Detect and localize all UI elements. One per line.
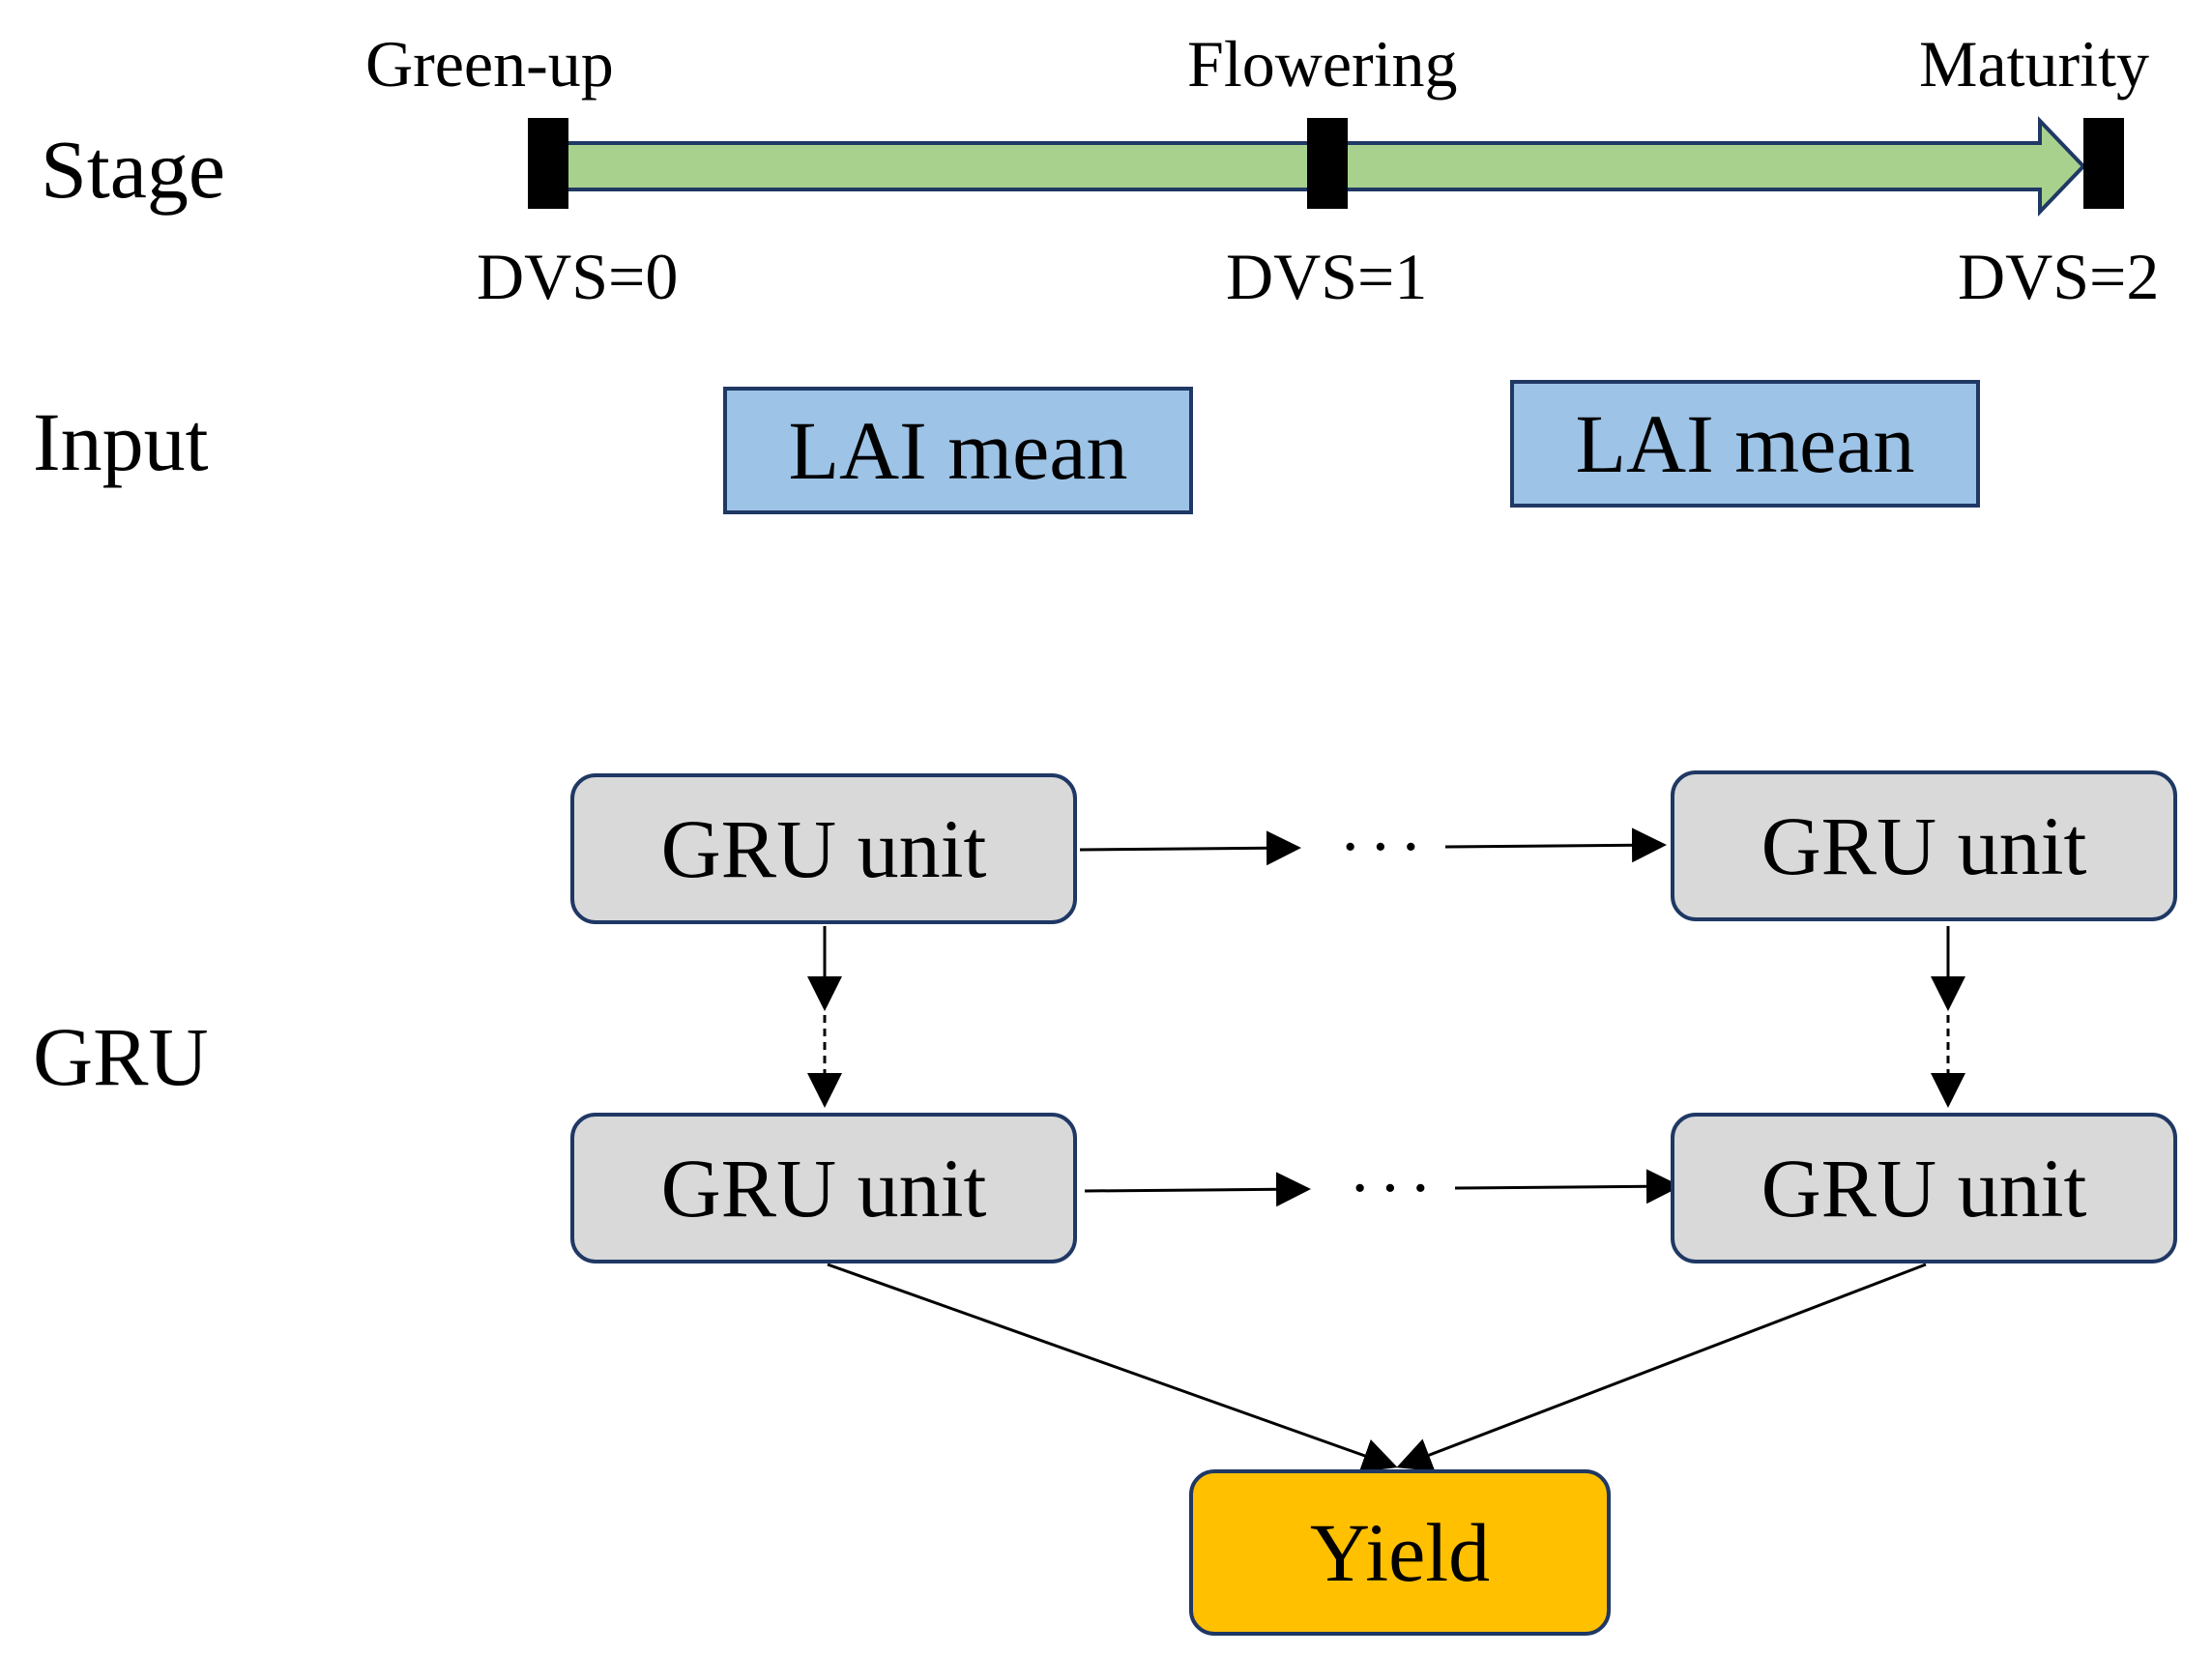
row-label-input: Input	[33, 395, 209, 488]
stage-marker-greenup	[528, 118, 568, 209]
dvs-label-0: DVS=0	[477, 240, 679, 313]
ellipsis-bottom: ···	[1349, 1151, 1440, 1226]
arrow-bottom-right-to-yield	[1396, 1263, 1927, 1472]
ellipsis-top: ···	[1339, 810, 1430, 885]
stage-name-flowering: Flowering	[1187, 27, 1458, 101]
row-label-stage: Stage	[41, 123, 226, 216]
row-label-gru: GRU	[33, 1010, 209, 1103]
gru-unit-top-right: GRU unit	[1671, 770, 2177, 921]
arrow-top-left-to-dots	[1079, 830, 1301, 866]
input-box-lai-left: LAI mean	[723, 387, 1193, 514]
stage-marker-maturity	[2083, 118, 2124, 209]
stage-name-greenup: Green-up	[365, 27, 614, 101]
dvs-label-1: DVS=1	[1226, 240, 1428, 313]
dvs-label-2: DVS=2	[1958, 240, 2160, 313]
arrow-bottom-left-to-dots	[1084, 1172, 1311, 1207]
arrow-bottom-left-to-yield	[827, 1263, 1398, 1472]
input-box-lai-right: LAI mean	[1510, 380, 1980, 508]
arrow-bottom-dots-to-right	[1454, 1169, 1681, 1205]
yield-output-box: Yield	[1189, 1469, 1611, 1636]
arrow-top-dots-to-right	[1444, 828, 1667, 863]
gru-unit-top-left: GRU unit	[570, 773, 1077, 924]
stage-marker-flowering	[1307, 118, 1348, 209]
stage-name-maturity: Maturity	[1919, 27, 2149, 101]
gru-unit-bottom-right: GRU unit	[1671, 1113, 2177, 1263]
gru-unit-bottom-left: GRU unit	[570, 1113, 1077, 1263]
